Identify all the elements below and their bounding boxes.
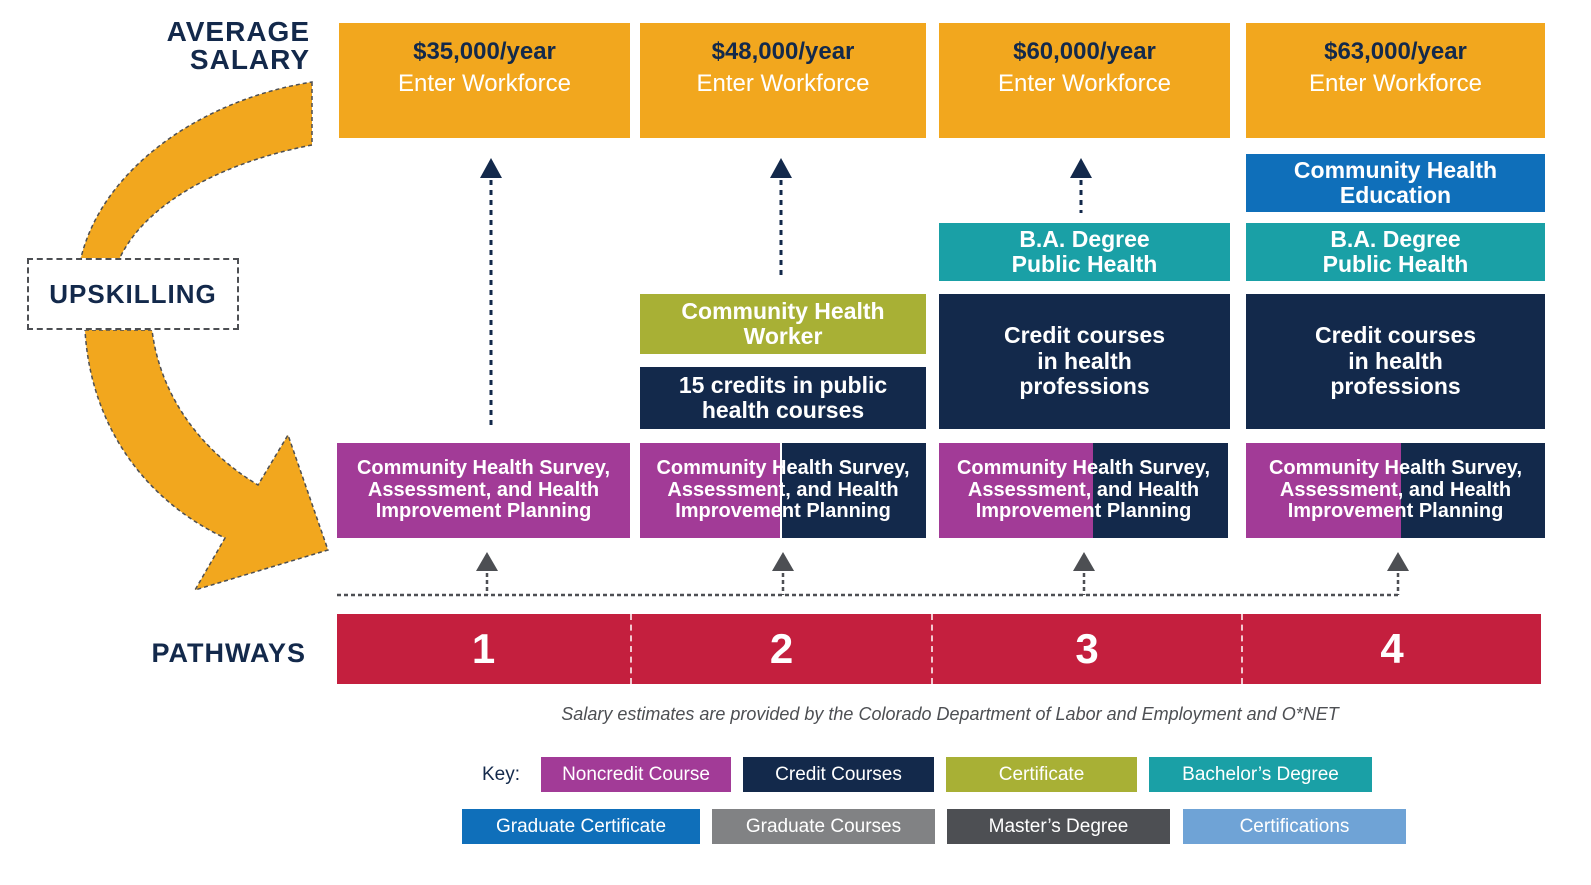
box-line: health courses <box>701 397 865 423</box>
box-text: Community Health Survey,Assessment, and … <box>939 443 1228 538</box>
noncredit-credit-box-col4: Community Health Survey,Assessment, and … <box>1246 443 1545 538</box>
bachelor-box-col3: B.A. Degree Public Health <box>939 223 1230 281</box>
arrow-up-icon-col2 <box>770 158 792 278</box>
box-line: Assessment, and Health <box>967 478 1200 501</box>
box-line: Assessment, and Health <box>1279 478 1512 501</box>
pathway-number: 2 <box>769 625 794 672</box>
box-line: in health <box>1348 347 1443 374</box>
noncredit-credit-box-col3: Community Health Survey,Assessment, and … <box>939 443 1228 538</box>
average-salary-line2: SALARY <box>189 44 310 75</box>
pathways-bar: 1 2 3 4 <box>337 614 1541 684</box>
salary-label: Enter Workforce <box>998 70 1171 98</box>
key-text: Graduate Certificate <box>495 815 667 837</box>
bachelor-box-col4: B.A. Degree Public Health <box>1246 223 1545 281</box>
box-line: B.A. Degree <box>1019 225 1150 252</box>
box-line: Assessment, and Health <box>367 478 600 501</box>
salary-label: Enter Workforce <box>1309 70 1482 98</box>
pathway-number: 1 <box>471 625 496 672</box>
box-text: Community Health Survey,Assessment, and … <box>337 443 630 538</box>
box-text: Community Health Survey,Assessment, and … <box>1246 443 1545 538</box>
pathway-2[interactable]: 2 <box>630 614 931 684</box>
noncredit-box-col1: Community Health Survey,Assessment, and … <box>337 443 630 538</box>
box-line: Community Health <box>1293 156 1498 183</box>
box-line: Improvement Planning <box>1287 500 1504 523</box>
key-text: Bachelor’s Degree <box>1182 763 1339 785</box>
box-line: Improvement Planning <box>675 500 891 523</box>
footnote: Salary estimates are provided by the Col… <box>400 704 1500 725</box>
credit-box-col3: Credit courses in health professions <box>939 294 1230 429</box>
box-line: Public Health <box>1011 251 1158 277</box>
box-line: Community Health Survey, <box>656 457 910 480</box>
box-line: B.A. Degree <box>1330 225 1461 252</box>
arrow-up-icon-col1 <box>480 158 502 428</box>
noncredit-credit-box-col2: Community Health Survey,Assessment, and … <box>640 443 926 538</box>
box-line: professions <box>1019 373 1150 400</box>
salary-label: Enter Workforce <box>398 70 571 98</box>
salary-box-3: $60,000/year Enter Workforce <box>939 23 1230 138</box>
salary-amount: $63,000/year <box>1324 38 1467 65</box>
salary-amount: $35,000/year <box>413 38 556 65</box>
box-line: Community Health Survey, <box>956 457 1211 480</box>
key-masters-degree: Master’s Degree <box>947 809 1170 844</box>
box-line: Education <box>1339 182 1452 208</box>
pathway-4[interactable]: 4 <box>1241 614 1541 684</box>
box-line: Credit courses <box>1003 321 1166 348</box>
key-credit-courses: Credit Courses <box>743 757 934 792</box>
key-noncredit-course: Noncredit Course <box>541 757 731 792</box>
pathway-1[interactable]: 1 <box>337 614 630 684</box>
salary-amount: $48,000/year <box>711 38 855 65</box>
arrow-up-icon <box>476 552 1409 571</box>
average-salary-line1: AVERAGE <box>166 16 310 47</box>
pathway-number: 3 <box>1075 625 1099 672</box>
pathway-connector-line <box>337 552 1409 597</box>
salary-box-1: $35,000/year Enter Workforce <box>339 23 630 138</box>
box-line: professions <box>1330 373 1461 400</box>
upskilling-text: UPSKILLING <box>49 278 217 309</box>
footnote-text: Salary estimates are provided by the Col… <box>561 704 1339 724</box>
upskilling-label: UPSKILLING <box>27 258 239 330</box>
pathway-number: 4 <box>1380 625 1404 672</box>
key-text: Master’s Degree <box>988 815 1129 837</box>
key-text: Certifications <box>1239 815 1350 837</box>
box-line: Credit courses <box>1314 321 1477 348</box>
key-certificate: Certificate <box>946 757 1137 792</box>
box-text: Community Health Survey,Assessment, and … <box>640 443 926 538</box>
upskilling-curved-arrow-icon <box>79 81 329 592</box>
box-line: Public Health <box>1322 251 1469 277</box>
key-bachelors-degree: Bachelor’s Degree <box>1149 757 1372 792</box>
key-certifications: Certifications <box>1183 809 1406 844</box>
key-graduate-certificate: Graduate Certificate <box>462 809 700 844</box>
pathways-label: PATHWAYS <box>120 638 306 669</box>
box-line: Improvement Planning <box>975 500 1192 523</box>
box-line: Community Health <box>681 297 885 324</box>
key-text: Graduate Courses <box>745 815 902 837</box>
key-label-text: Key: <box>482 764 521 785</box>
credit-box-15-credits: 15 credits in public health courses <box>640 367 926 429</box>
key-text: Certificate <box>998 763 1085 785</box>
box-line: in health <box>1037 347 1132 374</box>
box-line: Community Health Survey, <box>1268 457 1523 480</box>
salary-label: Enter Workforce <box>696 70 870 98</box>
salary-box-2: $48,000/year Enter Workforce <box>640 23 926 138</box>
box-line: 15 credits in public <box>678 371 888 398</box>
box-line: Improvement Planning <box>375 500 592 523</box>
box-line: Assessment, and Health <box>667 478 899 501</box>
salary-amount: $60,000/year <box>1013 38 1156 65</box>
key-label: Key: <box>482 764 520 786</box>
pathways-text: PATHWAYS <box>151 638 306 668</box>
box-line: Community Health Survey, <box>356 457 611 480</box>
key-graduate-courses: Graduate Courses <box>712 809 935 844</box>
key-text: Noncredit Course <box>562 763 710 785</box>
salary-box-4: $63,000/year Enter Workforce <box>1246 23 1545 138</box>
box-line: Worker <box>743 323 823 349</box>
grad-cert-box-col4: Community Health Education <box>1246 154 1545 212</box>
arrow-up-icon-col3 <box>1070 158 1092 213</box>
certificate-box-chw: Community Health Worker <box>640 294 926 354</box>
credit-box-col4: Credit courses in health professions <box>1246 294 1545 429</box>
pathway-3[interactable]: 3 <box>931 614 1241 684</box>
average-salary-label: AVERAGE SALARY <box>150 18 310 74</box>
key-text: Credit Courses <box>775 763 902 785</box>
